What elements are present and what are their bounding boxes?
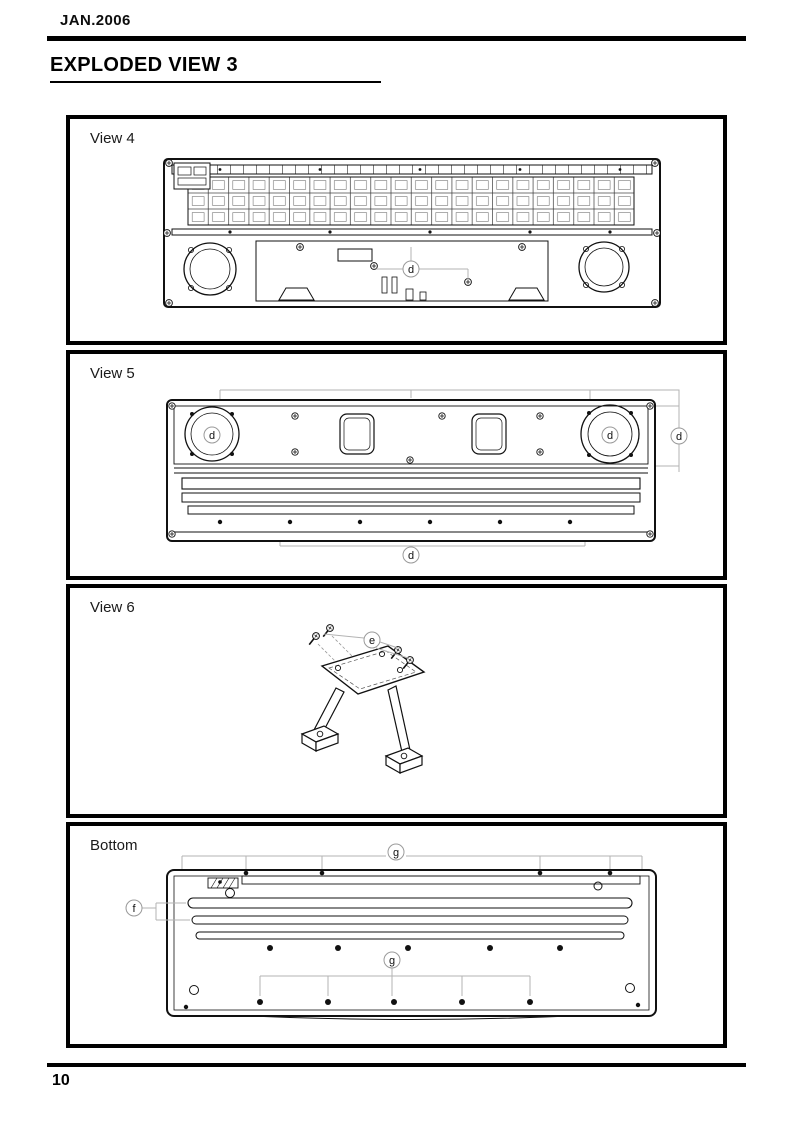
title-underline [50, 81, 381, 83]
view6-diagram: e [300, 622, 426, 775]
callout-letter-d: d [607, 430, 613, 442]
screw-dots-bottom [183, 870, 641, 1010]
speaker-box-rear-view [166, 399, 656, 542]
panels-container: d View 4 [66, 115, 727, 1048]
panel-view-5: d d d d View 5 [66, 350, 727, 580]
bracket-assembly [300, 645, 426, 775]
leader-lines-view5 [219, 389, 680, 472]
callout-bottom-f: f [125, 899, 190, 921]
screw-dots-view4 [218, 168, 622, 234]
speaker-cutout-right [580, 404, 640, 464]
callout-view6-e: e [323, 631, 409, 659]
bottom-diagram: g [125, 843, 657, 1020]
speaker-right [578, 241, 630, 293]
header-date: JAN.2006 [60, 12, 131, 29]
panel-label-view-4: View 4 [90, 130, 135, 147]
speaker-left [183, 242, 237, 296]
top-rule [47, 36, 746, 41]
speaker-cutout-left [184, 406, 240, 462]
panel-view-4: d View 4 [66, 115, 727, 345]
assembly-guide-lines [317, 635, 413, 675]
callout-letter-d: d [209, 430, 215, 442]
callout-letter-e: e [369, 635, 375, 647]
view5-diagram: d d d d [166, 389, 688, 564]
bottom-rule [47, 1063, 746, 1067]
page-title: EXPLODED VIEW 3 [50, 54, 238, 76]
callout-letter-d: d [408, 264, 414, 276]
panel-view-6: e View 6 [66, 584, 727, 818]
callout-letter-g: g [393, 847, 399, 859]
callout-view5-left-d: d [203, 426, 221, 444]
panel-label-bottom: Bottom [90, 837, 138, 854]
view4-diagram: d [163, 158, 661, 308]
panel-label-view-6: View 6 [90, 599, 135, 616]
panel-label-view-5: View 5 [90, 365, 135, 382]
screw-dots-view5 [190, 411, 633, 525]
callout-letter-g: g [389, 955, 395, 967]
panel-bottom: g [66, 822, 727, 1048]
keyboard-chassis-top-view [163, 158, 661, 308]
callout-view5-right-d: d [601, 426, 619, 444]
callout-letter-d: d [676, 431, 682, 443]
callout-letter-f: f [132, 903, 136, 915]
callout-view5-side-d: d [670, 427, 688, 445]
callout-bottom-mid-g: g [259, 951, 531, 996]
page-number: 10 [52, 1072, 70, 1089]
callout-view5-bottom-d: d [279, 542, 586, 564]
callout-view4-d: d [376, 247, 469, 280]
callout-letter-d: d [408, 550, 414, 562]
callout-bottom-top-g: g [181, 843, 643, 871]
bottom-panel-drawing [166, 869, 657, 1020]
